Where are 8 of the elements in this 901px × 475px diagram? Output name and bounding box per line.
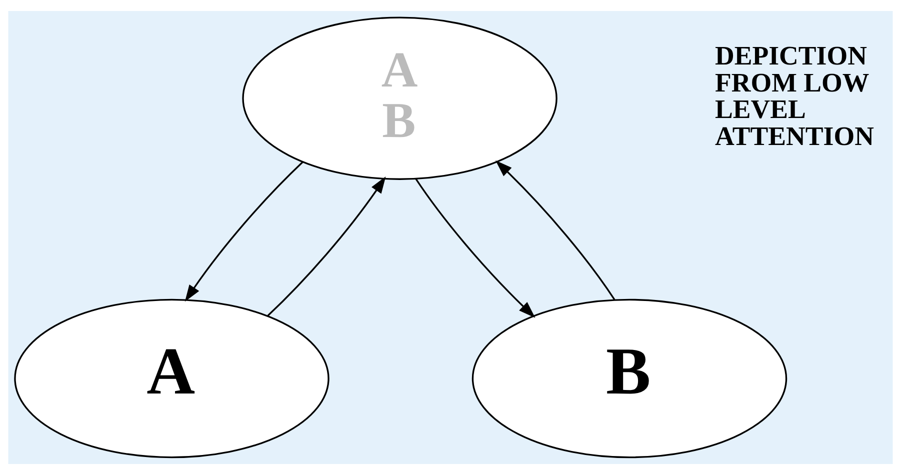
arrow: [184, 162, 304, 302]
node-ellipse: B: [472, 298, 788, 458]
node-ellipse: A B: [242, 16, 558, 180]
node-ellipse: A: [14, 298, 330, 458]
arrow: [414, 178, 536, 318]
arrow: [495, 160, 616, 300]
label: DEPICTION FROM LOW LEVEL ATTENTION: [715, 40, 874, 151]
arrow: [267, 176, 386, 316]
